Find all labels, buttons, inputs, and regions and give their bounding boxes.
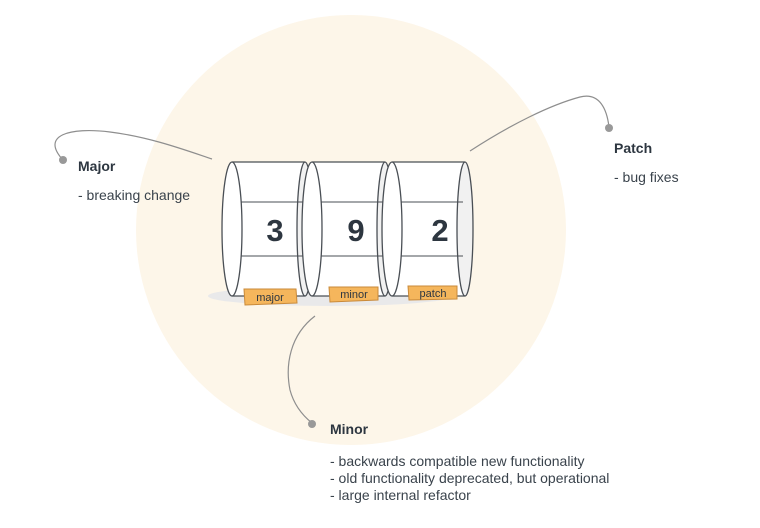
tag-major: major <box>243 288 298 306</box>
patch-callout: Patch - bug fixes <box>614 140 679 186</box>
patch-leader-line <box>469 95 610 152</box>
reel-patch: 2 <box>381 161 474 297</box>
minor-description: - backwards compatible new functionality… <box>330 453 609 504</box>
reel-major: 3 <box>221 161 314 297</box>
minor-item: - large internal refactor <box>330 487 471 503</box>
major-leader-dot <box>59 156 67 164</box>
tag-patch: patch <box>407 285 458 301</box>
minor-item: - backwards compatible new functionality <box>330 453 585 469</box>
patch-digit: 2 <box>431 213 448 248</box>
tag-minor: minor <box>328 286 379 303</box>
minor-callout: Minor - backwards compatible new functio… <box>330 421 609 504</box>
major-description: - breaking change <box>78 187 190 204</box>
patch-leader-dot <box>605 124 613 132</box>
major-callout: Major - breaking change <box>78 158 190 204</box>
major-title: Major <box>78 158 116 174</box>
major-leader-line <box>54 129 213 161</box>
tag-major-label: major <box>256 292 284 304</box>
patch-item: - bug fixes <box>614 169 679 185</box>
reel-minor: 9 <box>301 161 394 297</box>
minor-leader-line <box>287 315 316 424</box>
major-digit: 3 <box>266 213 283 248</box>
tag-patch-label: patch <box>420 288 447 300</box>
minor-leader-dot <box>308 420 316 428</box>
minor-title: Minor <box>330 421 369 437</box>
minor-digit: 9 <box>347 213 364 248</box>
major-item: - breaking change <box>78 187 191 203</box>
patch-title: Patch <box>614 140 653 156</box>
minor-item: - old functionality deprecated, but oper… <box>330 470 610 486</box>
patch-description: - bug fixes <box>614 169 679 186</box>
tag-minor-label: minor <box>340 289 368 301</box>
